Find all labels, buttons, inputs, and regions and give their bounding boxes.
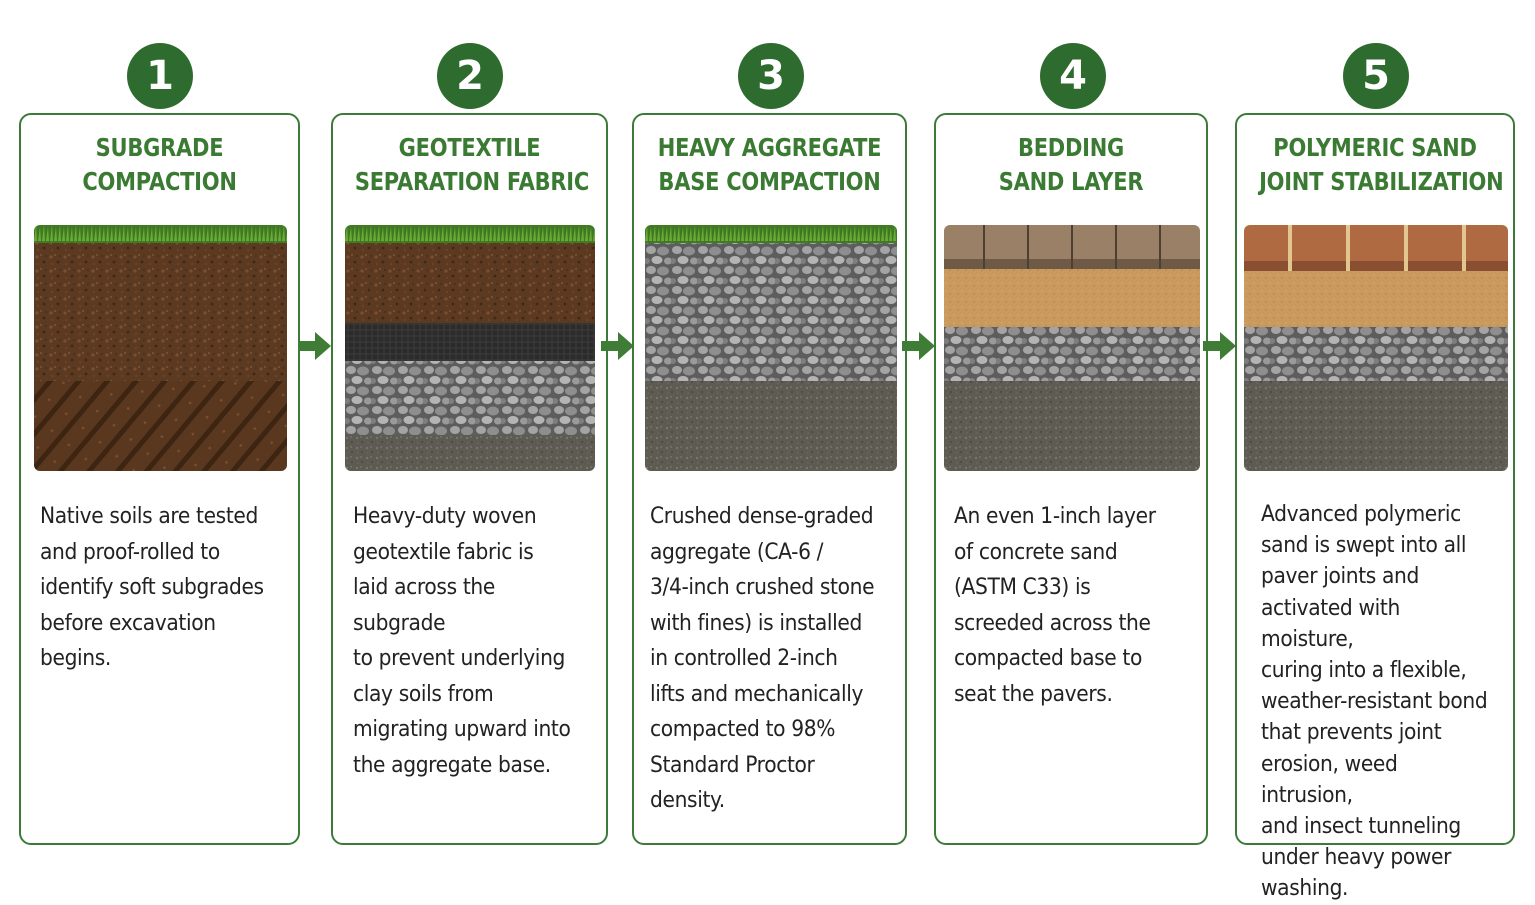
step-card-3: HEAVY AGGREGATE BASE COMPACTION Crushed … [632, 113, 907, 845]
step-title-line: BEDDING [1017, 133, 1125, 162]
step-badge-3: 3 [738, 43, 804, 109]
arrow-right-icon [902, 332, 935, 360]
step-badge-4: 4 [1040, 43, 1106, 109]
arrow-right-icon [1203, 332, 1236, 360]
soil-cross-section-illustration [34, 225, 287, 471]
polymeric-sand-cross-section-illustration [1244, 225, 1508, 471]
step-title-line: SUBGRADE [95, 133, 224, 162]
geotextile-cross-section-illustration [345, 225, 595, 471]
step-title-2: GEOTEXTILE SEPARATION FABRIC [354, 131, 590, 199]
arrow-right-icon [601, 332, 634, 360]
step-card-5: POLYMERIC SAND JOINT STABILIZATION Advan… [1235, 113, 1515, 901]
step-description-5: Advanced polymeric sand is swept into al… [1261, 502, 1488, 902]
step-description-4: An even 1-inch layer of concrete sand (A… [954, 504, 1156, 707]
step-title-line: SEPARATION FABRIC [354, 167, 590, 196]
aggregate-cross-section-illustration [645, 225, 897, 471]
bedding-sand-cross-section-illustration [944, 225, 1200, 471]
step-description-1: Native soils are tested and proof-rolled… [40, 504, 264, 671]
step-card-2: GEOTEXTILE SEPARATION FABRIC Heavy-duty … [331, 113, 608, 845]
step-title-3: HEAVY AGGREGATE BASE COMPACTION [656, 131, 884, 199]
step-title-line: BASE COMPACTION [658, 167, 881, 196]
step-title-line: COMPACTION [82, 167, 237, 196]
step-title-1: SUBGRADE COMPACTION [43, 131, 276, 199]
step-title-line: SAND LAYER [998, 167, 1144, 196]
step-badge-2: 2 [437, 43, 503, 109]
step-badge-1: 1 [127, 43, 193, 109]
step-title-4: BEDDING SAND LAYER [958, 131, 1185, 199]
step-title-line: GEOTEXTILE [398, 133, 541, 162]
arrow-right-icon [298, 332, 331, 360]
step-title-line: POLYMERIC SAND [1273, 133, 1477, 162]
step-description-2: Heavy-duty woven geotextile fabric is la… [353, 504, 571, 778]
step-card-1: SUBGRADE COMPACTION Native soils are tes… [19, 113, 300, 845]
step-description-3: Crushed dense-graded aggregate (CA-6 / 3… [650, 504, 875, 813]
step-badge-5: 5 [1343, 43, 1409, 109]
step-card-4: BEDDING SAND LAYER An even 1-inch layer … [934, 113, 1208, 845]
step-title-line: HEAVY AGGREGATE [657, 133, 882, 162]
step-title-line: JOINT STABILIZATION [1259, 167, 1504, 196]
step-title-5: POLYMERIC SAND JOINT STABILIZATION [1259, 131, 1504, 199]
